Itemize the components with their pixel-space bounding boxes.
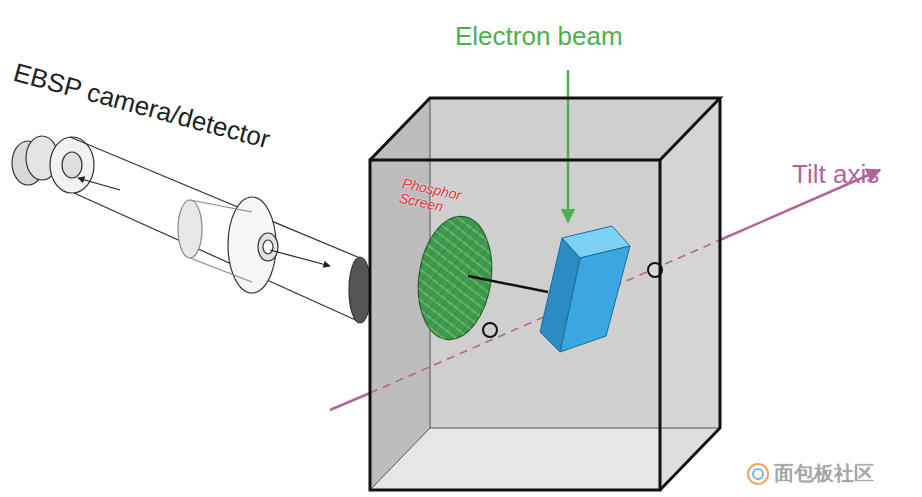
axis-port (483, 323, 497, 337)
tilt-axis (330, 170, 880, 410)
chamber-outline (370, 98, 720, 490)
watermark-logo (748, 464, 768, 484)
axis-label: Tilt axis (792, 160, 879, 189)
sample (540, 226, 630, 352)
vacuum-chamber (370, 98, 720, 490)
watermark: 面包板社区 (774, 462, 874, 484)
electron-beam (567, 70, 570, 222)
ebsp-camera (12, 136, 371, 323)
beam-label: Electron beam (455, 22, 623, 51)
